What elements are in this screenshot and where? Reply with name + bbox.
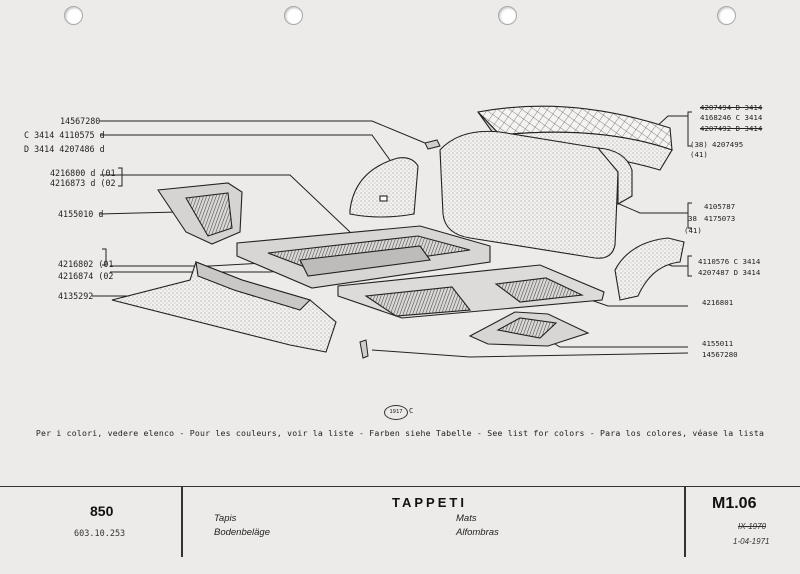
bracket [687, 111, 692, 147]
figure-stamp: 1917 [384, 405, 408, 420]
part-number-label: 4155010 d [58, 209, 104, 219]
part-number-label: 14567280 [60, 116, 101, 126]
part-number-suffix: (41) [684, 226, 702, 235]
binder-hole [64, 6, 83, 25]
binder-hole [284, 6, 303, 25]
model-code: 603.10.253 [74, 529, 126, 539]
part-number-prefix: (38) [690, 140, 708, 149]
divider [684, 487, 686, 557]
part-number-label: 4105787 [704, 202, 736, 211]
date-superseded: IX-1970 [738, 522, 767, 531]
part-number-label: D 3414 4207486 d [24, 144, 105, 154]
side-mat-left [157, 182, 243, 245]
sheet-code: M1.06 [712, 495, 757, 512]
part-number-label: 4216873 d (02 [50, 178, 116, 188]
part-number-suffix: (41) [690, 150, 708, 159]
front-carpet [111, 261, 337, 353]
bracket [118, 167, 123, 187]
small-mat [468, 311, 590, 347]
part-number-label: 4175073 [704, 214, 736, 223]
kick-panel-left [349, 157, 419, 218]
part-number-label: 14567280 [702, 350, 738, 359]
title-block: 850 603.10.253 TAPPETI Tapis Bodenbeläge… [0, 486, 800, 574]
bracket [687, 202, 692, 229]
front-floor-mat [236, 225, 491, 289]
leader-line [92, 120, 426, 297]
title-english: Mats [456, 513, 477, 524]
part-number-label: 4155011 [702, 339, 734, 348]
figure-stamp-suffix: C [409, 407, 414, 415]
part-number-prefix: 38 [688, 214, 697, 223]
binder-hole [717, 6, 736, 25]
part-number-label: 4216874 (02 [58, 271, 114, 281]
part-number-label: 4207494 D 3414 [700, 103, 763, 112]
divider [181, 487, 183, 557]
part-number-label: 4216800 d (01 [50, 168, 116, 178]
wheel-arch-cover [614, 237, 685, 301]
part-number-label: 4207492 D 3414 [700, 124, 763, 133]
color-note: Per i colori, vedere elenco - Pour les c… [35, 428, 765, 438]
bracket [687, 255, 692, 277]
title-spanish: Alfombras [456, 527, 499, 538]
seat-back-panel [439, 130, 633, 259]
part-number-label: 4168246 C 3414 [700, 113, 763, 122]
date-current: 1-04-1971 [733, 537, 770, 546]
part-number-label: 4110576 C 3414 [698, 257, 761, 266]
part-number-label: 4216801 [702, 298, 734, 307]
title-french: Tapis [214, 513, 237, 524]
clip [359, 139, 441, 359]
part-number-label: 4135292 [58, 291, 94, 301]
bracket [102, 248, 107, 266]
page-title: TAPPETI [392, 495, 467, 510]
part-number-label: 4207495 [712, 140, 744, 149]
part-number-label: 4207487 D 3414 [698, 268, 761, 277]
binder-hole [498, 6, 517, 25]
part-number-label: 4216802 (01 [58, 259, 114, 269]
model-number: 850 [90, 503, 114, 519]
rear-floor-mat [337, 264, 605, 319]
part-number-label: C 3414 4110575 d [24, 130, 105, 140]
title-german: Bodenbeläge [214, 527, 270, 538]
